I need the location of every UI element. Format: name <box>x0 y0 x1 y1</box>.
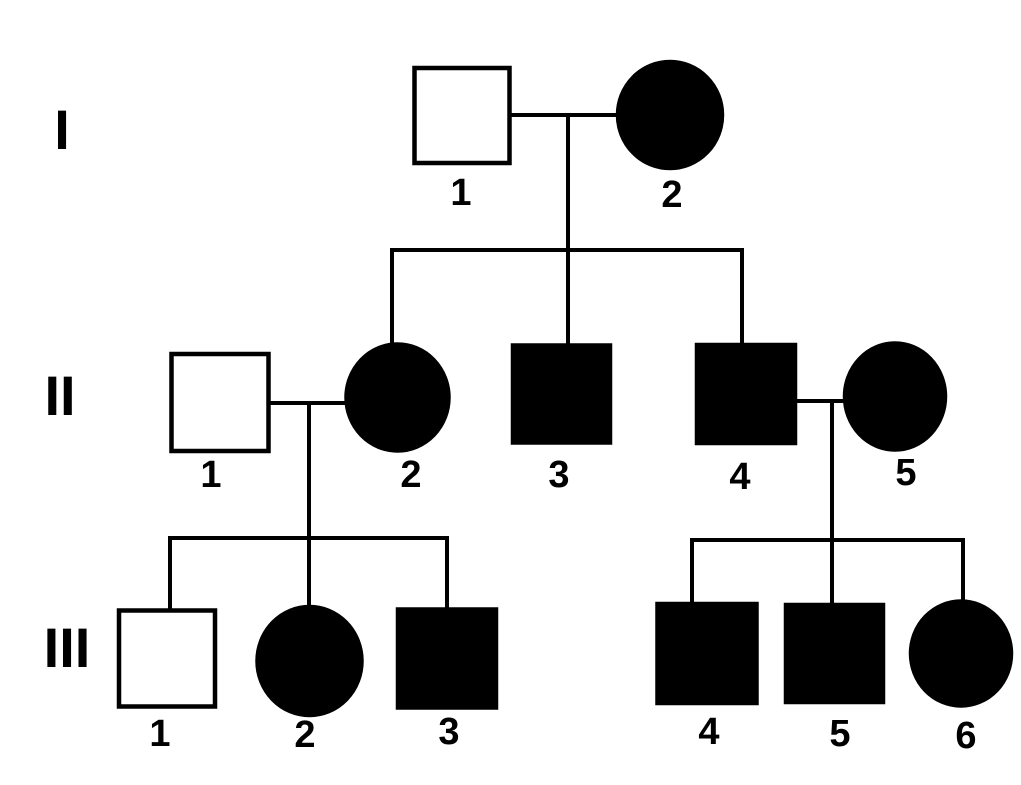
generation-label-I: I <box>54 98 70 161</box>
individual-III-1-symbol <box>116 608 218 709</box>
individual-III-3-number: 3 <box>438 711 459 753</box>
individual-II-5-symbol <box>842 341 948 452</box>
individual-III-2-symbol <box>255 604 364 718</box>
individual-III-4-number: 4 <box>698 711 719 753</box>
individual-III-4-symbol <box>655 601 759 706</box>
individual-I-1-symbol <box>412 65 512 166</box>
individual-II-1-number: 1 <box>200 454 221 496</box>
individual-II-1-symbol <box>169 351 271 454</box>
individual-I-2-symbol <box>615 59 725 171</box>
individual-III-3-symbol <box>395 607 499 710</box>
generation-label-III: III <box>44 616 91 679</box>
individual-III-6-symbol <box>908 599 1014 708</box>
individual-II-2-number: 2 <box>400 454 421 496</box>
individual-II-4-symbol <box>694 342 798 446</box>
individual-II-3-symbol <box>510 343 613 445</box>
individual-III-5-number: 5 <box>829 713 850 755</box>
individual-III-2-number: 2 <box>294 714 315 756</box>
individual-II-4-number: 4 <box>729 456 750 498</box>
generation-label-II: II <box>44 364 75 427</box>
individual-II-2-symbol <box>344 342 451 453</box>
individual-II-3-number: 3 <box>548 454 569 496</box>
individual-II-5-number: 5 <box>895 452 916 494</box>
individual-I-2-number: 2 <box>661 174 682 216</box>
individual-III-1-number: 1 <box>149 713 170 755</box>
individual-I-1-number: 1 <box>450 172 471 214</box>
individual-III-5-symbol <box>783 602 886 705</box>
individual-III-6-number: 6 <box>955 715 976 757</box>
